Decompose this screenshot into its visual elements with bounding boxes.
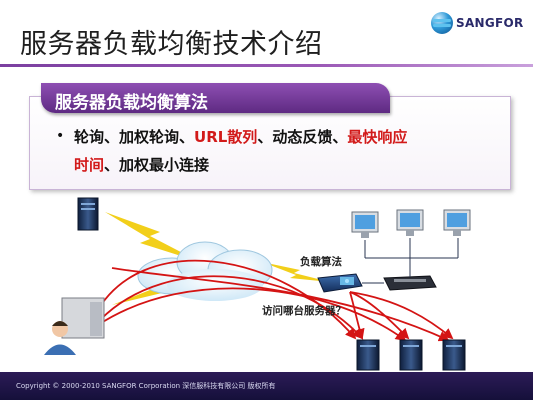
client-server-icon	[61, 297, 105, 339]
server-tower-icon	[356, 339, 380, 371]
bullet-icon: •	[56, 128, 65, 144]
user-avatar-icon	[44, 321, 76, 355]
server-tower-icon	[442, 339, 466, 371]
server-tower-icon	[77, 197, 99, 231]
desktop-pc-icon	[396, 209, 424, 236]
network-links	[362, 238, 459, 284]
slide-title: 服务器负载均衡技术介绍	[20, 29, 323, 60]
method-text: 轮询、加权轮询、	[74, 128, 195, 146]
network-diagram	[44, 197, 471, 371]
method-highlight-fastest: 最快响应	[347, 128, 408, 146]
sangfor-logo: SANGFOR	[431, 12, 523, 38]
desktop-pc-icon	[351, 211, 379, 238]
methods-line-1: 轮询、加权轮询、URL散列、动态反馈、最快响应	[74, 126, 407, 147]
footer-bar: Copyright © 2000-2010 SANGFOR Corporatio…	[0, 372, 533, 400]
internet-cloud-icon	[137, 241, 273, 301]
server-tower-icon	[399, 339, 423, 371]
section-banner: 服务器负载均衡算法	[41, 83, 390, 113]
title-divider	[0, 64, 533, 67]
network-switch-icon	[383, 275, 437, 291]
logo-globe-icon	[431, 12, 453, 34]
method-highlight-time: 时间	[74, 156, 105, 174]
method-highlight-url-hash: URL散列	[194, 128, 258, 146]
lightning-bolt-icon	[105, 212, 200, 262]
desktop-pc-icon	[443, 209, 471, 236]
methods-line-2: 时间、加权最小连接	[74, 154, 209, 175]
load-algorithm-label: 负载算法	[300, 256, 342, 268]
traffic-arrows	[94, 259, 454, 342]
section-banner-text: 服务器负载均衡算法	[55, 93, 208, 113]
logo-text: SANGFOR	[456, 16, 524, 30]
method-text: 、动态反馈、	[257, 128, 348, 146]
which-server-label: 访问哪台服务器？	[262, 305, 346, 317]
lightning-bolt-icon	[262, 262, 330, 282]
copyright-text: Copyright © 2000-2010 SANGFOR Corporatio…	[16, 382, 276, 390]
load-balancer-icon	[317, 273, 363, 293]
method-text: 、加权最小连接	[104, 156, 210, 174]
